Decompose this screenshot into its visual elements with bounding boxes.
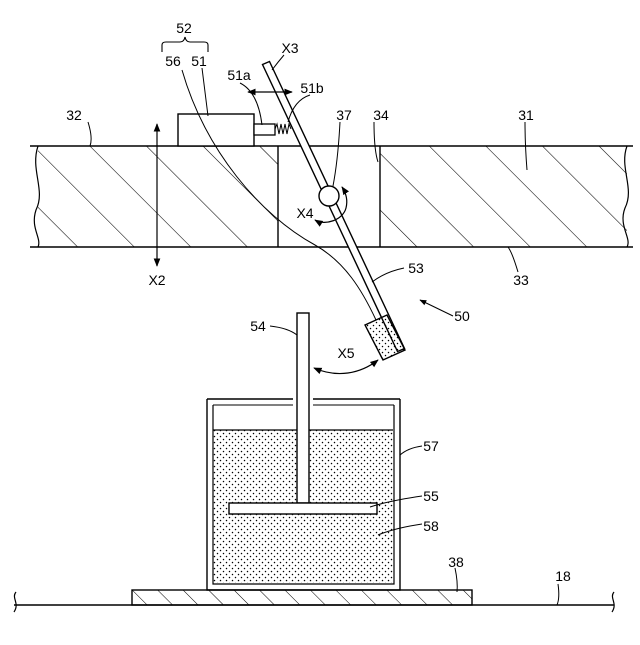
- spring: [275, 124, 291, 134]
- label-52: 52: [176, 20, 192, 36]
- label-38: 38: [448, 554, 464, 570]
- label-31: 31: [518, 107, 534, 123]
- label-37: 37: [336, 107, 352, 123]
- label-x2: X2: [148, 272, 165, 288]
- label-55: 55: [423, 488, 439, 504]
- base: [14, 590, 614, 612]
- label-51b: 51b: [300, 80, 324, 96]
- label-53: 53: [408, 260, 424, 276]
- sensor-probe: [254, 124, 275, 135]
- leader-50: [420, 300, 453, 316]
- label-58: 58: [423, 518, 439, 534]
- leader-57: [400, 446, 422, 455]
- label-56: 56: [165, 53, 181, 69]
- sensor-body: [178, 114, 254, 146]
- label-x4: X4: [296, 205, 313, 221]
- leader-51: [202, 68, 208, 116]
- pivot-37: [319, 186, 339, 206]
- leader-x3: [272, 55, 284, 70]
- floor-break-right: [612, 592, 614, 612]
- plate-right-block: [380, 146, 627, 247]
- label-33: 33: [513, 272, 529, 288]
- sensor-51: [178, 114, 291, 146]
- shaft-54: [297, 313, 309, 503]
- lever-tip-pad: [365, 315, 405, 360]
- arrow-x5: [314, 360, 378, 374]
- leader-32: [88, 122, 91, 146]
- leader-34: [374, 122, 378, 162]
- leader-37: [333, 122, 340, 186]
- label-x5: X5: [337, 345, 354, 361]
- leader-38: [455, 568, 457, 592]
- label-50: 50: [454, 308, 470, 324]
- leader-53: [372, 268, 404, 282]
- label-57: 57: [423, 438, 439, 454]
- label-x3: X3: [281, 40, 298, 56]
- label-51: 51: [191, 53, 207, 69]
- label-34: 34: [373, 107, 389, 123]
- base-plate-38: [132, 590, 472, 605]
- label-18: 18: [555, 568, 571, 584]
- plate-left-block: [38, 146, 278, 247]
- floor-break-left: [14, 592, 16, 612]
- label-54: 54: [250, 318, 266, 334]
- leader-33: [508, 247, 518, 272]
- label-32: 32: [66, 107, 82, 123]
- leader-18: [557, 584, 559, 605]
- label-51a: 51a: [227, 67, 251, 83]
- disc-55: [229, 503, 377, 514]
- bracket-52: [162, 37, 208, 52]
- leader-54: [270, 326, 297, 335]
